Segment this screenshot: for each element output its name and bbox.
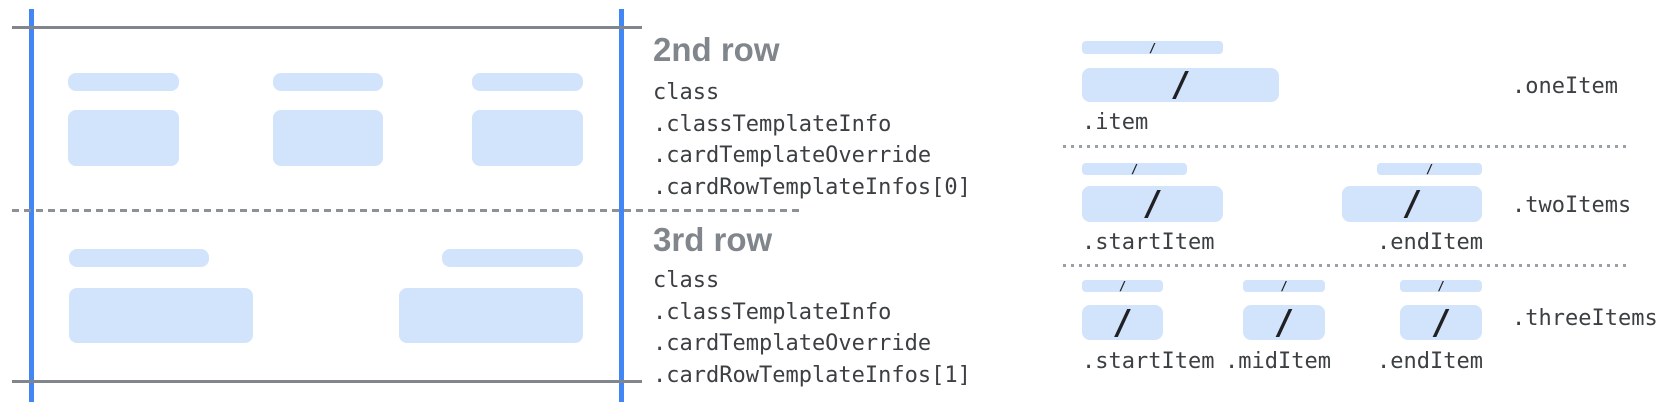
row-heading: 3rd row	[653, 221, 773, 258]
card-left-edge-guide-line	[29, 9, 34, 402]
item-label-placeholder: /	[1400, 280, 1482, 292]
class-path-line: .cardRowTemplateInfos[0]	[653, 174, 971, 200]
item-name-label: .midItem	[1225, 349, 1331, 374]
item-value-placeholder: /	[1243, 305, 1325, 340]
card-right-edge-guide-line	[619, 9, 624, 402]
layout-divider-dotted-line	[1063, 264, 1630, 267]
slash-glyph: /	[1170, 65, 1191, 105]
item-value-placeholder: /	[1342, 186, 1482, 222]
slash-glyph: /	[1273, 302, 1295, 343]
item-name-label: .endItem	[1377, 349, 1483, 374]
field-label-placeholder	[273, 73, 383, 91]
item-name-label: .startItem	[1082, 230, 1215, 255]
item-label-placeholder: /	[1082, 41, 1223, 54]
field-value-placeholder	[273, 110, 383, 166]
class-path-line: .cardTemplateOverride	[653, 143, 932, 168]
field-label-placeholder	[68, 73, 179, 91]
class-path-line: .cardRowTemplateInfos[1]	[653, 362, 971, 388]
item-value-placeholder: /	[1400, 305, 1482, 340]
field-label-placeholder	[472, 73, 583, 91]
class-path-line: .cardTemplateOverride	[653, 331, 932, 356]
item-label-placeholder: /	[1243, 280, 1325, 292]
item-value-placeholder: /	[1082, 186, 1223, 222]
class-path: class .classTemplateInfo .cardTemplateOv…	[653, 265, 971, 391]
layout-name-label: .oneItem	[1512, 74, 1618, 99]
item-label-placeholder: /	[1082, 280, 1163, 292]
field-label-placeholder	[69, 249, 209, 267]
layout-name-label: .twoItems	[1512, 193, 1632, 218]
field-value-placeholder	[472, 110, 583, 166]
field-value-placeholder	[399, 288, 583, 343]
slash-glyph: /	[1130, 162, 1139, 176]
item-label-placeholder: /	[1082, 163, 1187, 175]
slash-glyph: /	[1142, 184, 1163, 224]
row-divider-dashed-line	[12, 209, 800, 212]
slash-glyph: /	[1437, 279, 1445, 293]
slash-glyph: /	[1148, 40, 1157, 55]
class-path-line: class	[653, 268, 720, 293]
card-bottom-boundary-line	[12, 380, 642, 383]
slash-glyph: /	[1401, 184, 1423, 224]
slash-glyph: /	[1430, 302, 1452, 343]
item-name-label: .item	[1082, 110, 1149, 135]
card-top-boundary-line	[12, 26, 642, 29]
slash-glyph: /	[1425, 162, 1434, 176]
class-path-line: .classTemplateInfo	[653, 299, 892, 325]
field-value-placeholder	[68, 110, 179, 166]
layout-name-label: .threeItems	[1512, 306, 1658, 331]
slash-glyph: /	[1280, 279, 1288, 293]
item-value-placeholder: /	[1082, 305, 1163, 340]
class-path: class .classTemplateInfo .cardTemplateOv…	[653, 77, 971, 203]
item-label-placeholder: /	[1377, 163, 1482, 175]
field-value-placeholder	[69, 288, 253, 343]
slash-glyph: /	[1118, 279, 1127, 293]
slash-glyph: /	[1112, 302, 1133, 343]
item-name-label: .startItem	[1082, 349, 1215, 374]
class-path-line: class	[653, 80, 720, 105]
field-label-placeholder	[442, 249, 583, 267]
item-value-placeholder: /	[1082, 68, 1279, 102]
row-heading: 2nd row	[653, 31, 780, 68]
layout-divider-dotted-line	[1063, 145, 1630, 148]
item-name-label: .endItem	[1377, 230, 1483, 255]
class-path-line: .classTemplateInfo	[653, 111, 892, 137]
